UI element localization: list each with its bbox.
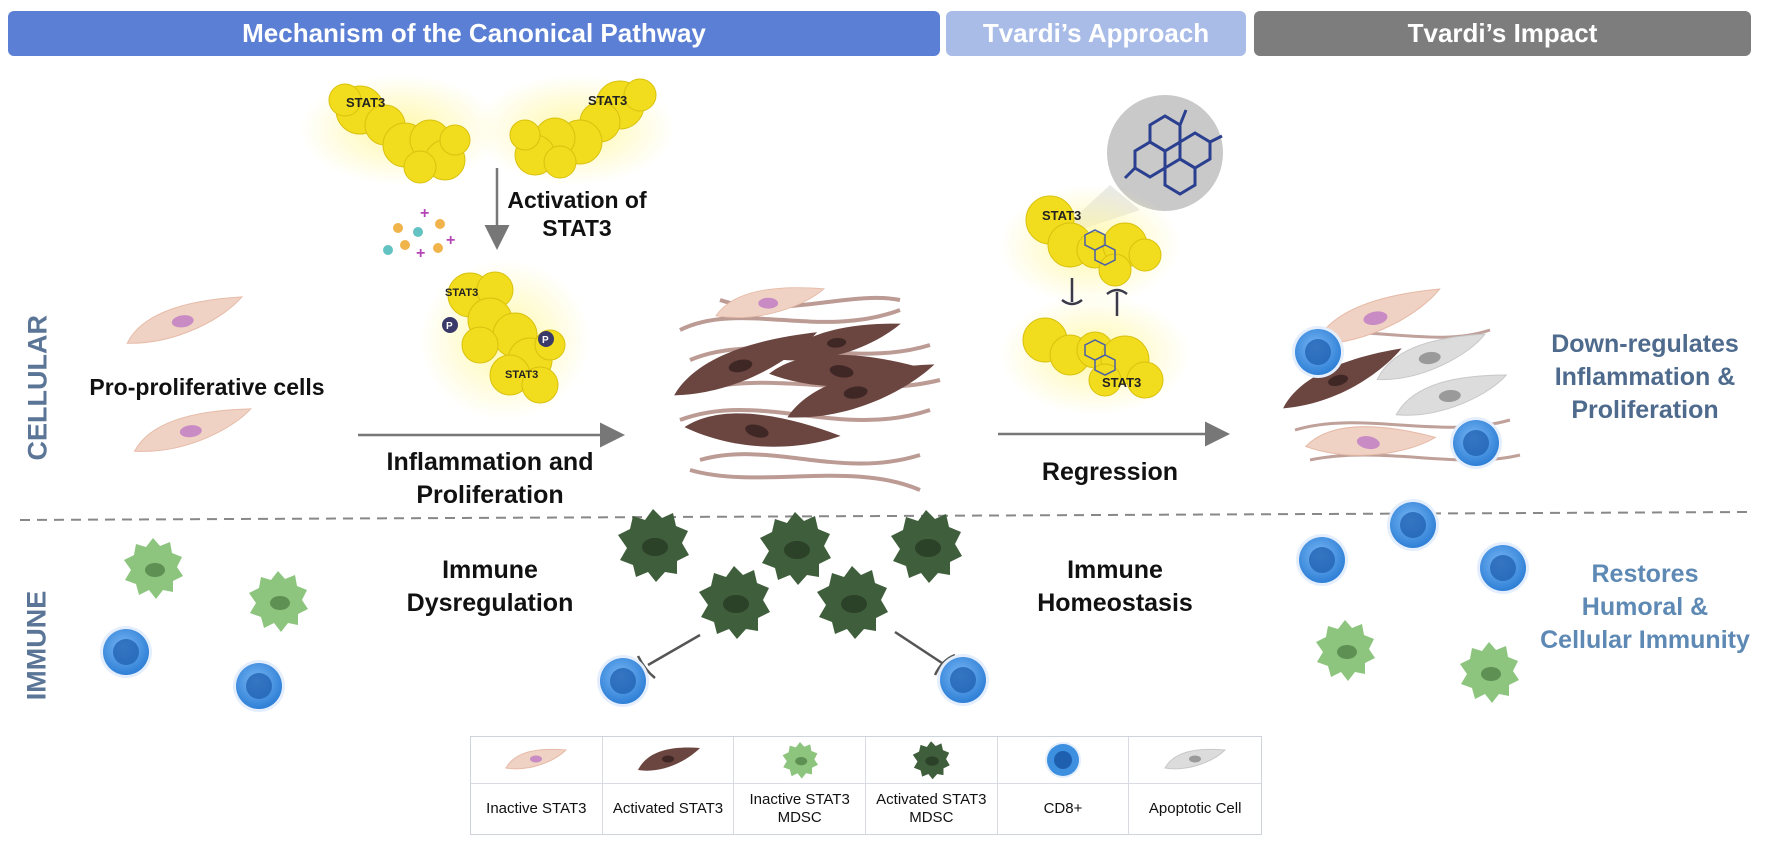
dimerization-block-marks: [1061, 278, 1128, 316]
downregulates-line1: Down-regulates: [1551, 330, 1739, 358]
dysregulation-line2: Dysregulation: [406, 589, 574, 617]
header-approach: Tvardi’s Approach: [946, 11, 1246, 56]
restores-line1: Restores: [1591, 560, 1699, 588]
cd8-cell-2: [233, 660, 285, 712]
dysregulation-line1: Immune: [442, 556, 538, 584]
legend-item-inactive-mdsc: Inactive STAT3 MDSC: [734, 737, 866, 834]
legend-label: CD8+: [1043, 800, 1083, 817]
inactive-mdsc-4: [1460, 642, 1519, 703]
inactive-mdsc-icon: [734, 737, 865, 784]
activated-mdsc-1: [618, 509, 689, 582]
regression-label: Regression: [1041, 458, 1179, 486]
inflammation-label-line2: Proliferation: [416, 481, 564, 509]
activated-mdsc-2: [760, 512, 831, 585]
cd8-cell-icon: [997, 737, 1129, 784]
phospho-label-2: P: [542, 335, 549, 346]
phospho-label-1: P: [446, 321, 453, 332]
stat3-monomer-right: [475, 75, 675, 185]
inactive-mdsc-3: [1316, 620, 1375, 681]
svg-text:+: +: [446, 232, 455, 249]
stat3-dimer-activated: [420, 260, 590, 420]
activated-tissue-cluster: [666, 287, 941, 492]
stat3-monomer-left: [300, 75, 500, 185]
restores-line3: Cellular Immunity: [1540, 626, 1750, 654]
legend: Inactive STAT3 Activated STAT3 Inactive …: [470, 736, 1262, 835]
activation-label-line1: Activation of: [507, 187, 647, 213]
inactive-mdsc-2: [249, 571, 308, 632]
mdsc-suppression-lines: [636, 630, 956, 679]
downregulates-line3: Proliferation: [1571, 396, 1719, 424]
restores-immunity-label: Restores Humoral & Cellular Immunity: [1530, 558, 1760, 657]
downregulates-label: Down-regulates Inflammation & Proliferat…: [1530, 328, 1760, 427]
apoptotic-cell-icon: [1129, 737, 1261, 784]
activated-mdsc-icon: [866, 737, 997, 784]
regressed-tissue-cluster: [1275, 287, 1521, 471]
inactive-cell-icon: [471, 737, 602, 784]
stat3-label-1: STAT3: [346, 95, 385, 110]
cd8-cell-4: [937, 654, 989, 706]
legend-label: Activated STAT3: [612, 800, 724, 817]
activation-label-line2: STAT3: [542, 215, 612, 241]
header-impact: Tvardi’s Impact: [1254, 11, 1751, 56]
legend-item-inactive-stat3: Inactive STAT3: [471, 737, 603, 834]
stat3-inhibited-lower: [1000, 295, 1190, 415]
inflammation-label: Inflammation and Proliferation: [360, 446, 620, 512]
cellular-immune-divider: [19, 511, 1751, 521]
legend-item-apoptotic: Apoptotic Cell: [1129, 737, 1261, 834]
stat3-label-4: STAT3: [505, 369, 538, 381]
activated-mdsc-3: [891, 510, 962, 583]
pro-proliferative-label: Pro-proliferative cells: [89, 374, 325, 400]
stat3-label-3: STAT3: [445, 287, 478, 299]
immune-dysregulation-label: Immune Dysregulation: [385, 554, 595, 620]
activation-label: Activation of STAT3: [497, 186, 657, 242]
activated-mdsc-4: [699, 566, 770, 639]
stat3-label-6: STAT3: [1102, 375, 1141, 390]
cd8-cell-7: [1477, 542, 1529, 594]
inactive-cell-1: [122, 295, 247, 346]
stat3-inhibited-upper: [1000, 185, 1180, 305]
restores-line2: Humoral &: [1581, 593, 1709, 621]
inflammation-label-line1: Inflammation and: [386, 448, 594, 476]
activated-mdsc-5: [817, 566, 888, 639]
activated-cell-icon: [602, 737, 734, 784]
legend-label: Activated STAT3 MDSC: [876, 791, 987, 826]
cd8-cell-5: [1387, 499, 1439, 551]
stat3-label-2: STAT3: [588, 93, 627, 108]
legend-label: Inactive STAT3 MDSC: [749, 791, 850, 826]
inactive-cell-2: [130, 407, 255, 454]
stat3-label-5: STAT3: [1042, 208, 1081, 223]
legend-item-cd8: CD8+: [997, 737, 1130, 834]
cd8-cell-1: [100, 626, 152, 678]
immune-homeostasis-label: Immune Homeostasis: [1015, 554, 1215, 620]
homeostasis-line2: Homeostasis: [1037, 589, 1193, 617]
header-mechanism: Mechanism of the Canonical Pathway: [8, 11, 940, 56]
cd8-cell-6: [1296, 534, 1348, 586]
legend-label: Inactive STAT3: [486, 800, 587, 817]
legend-item-activated-stat3: Activated STAT3: [602, 737, 735, 834]
inactive-mdsc-1: [124, 538, 183, 599]
downregulates-line2: Inflammation &: [1554, 363, 1736, 391]
legend-label: Apoptotic Cell: [1148, 800, 1242, 817]
homeostasis-line1: Immune: [1067, 556, 1163, 584]
cd8-cell-3: [597, 655, 649, 707]
svg-text:+: +: [416, 245, 425, 262]
legend-item-activated-mdsc: Activated STAT3 MDSC: [866, 737, 998, 834]
svg-text:+: +: [420, 205, 429, 222]
cytokine-particles: + + +: [383, 205, 455, 262]
